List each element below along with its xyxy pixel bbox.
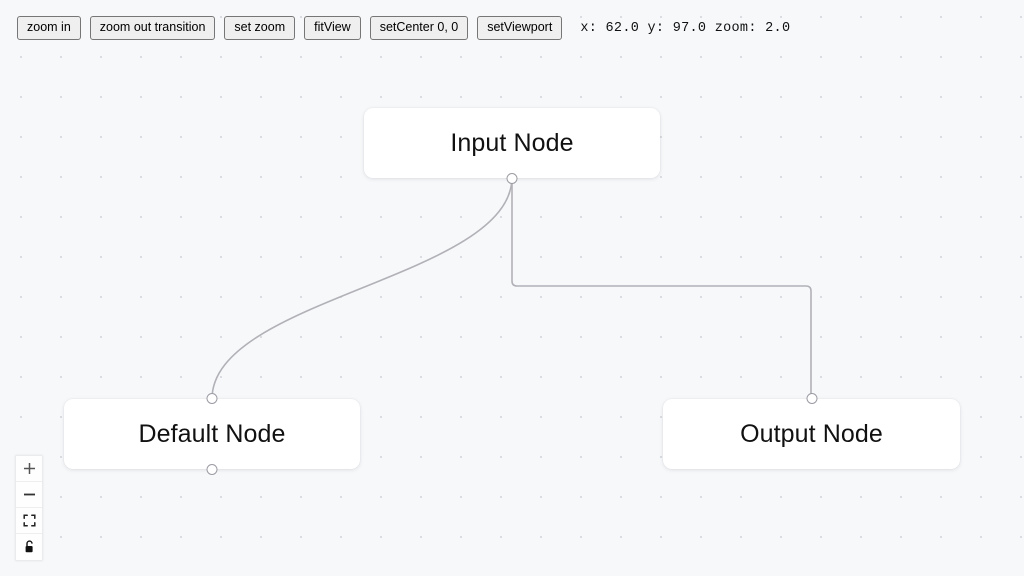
viewport-toolbar: zoom in zoom out transition set zoom fit… xyxy=(0,0,1024,56)
node-label: Default Node xyxy=(138,419,286,448)
lock-control[interactable] xyxy=(16,534,42,560)
target-handle-top[interactable] xyxy=(806,393,817,404)
node-default-node[interactable]: Default Node xyxy=(64,393,360,475)
source-handle-bottom[interactable] xyxy=(206,464,218,475)
set-center-button[interactable]: setCenter 0, 0 xyxy=(369,16,469,40)
zoom-controls-panel xyxy=(16,456,42,560)
set-viewport-button[interactable]: setViewport xyxy=(477,16,563,40)
node-input-node[interactable]: Input Node xyxy=(364,108,660,184)
edge-input-to-output[interactable] xyxy=(511,177,812,399)
node-label: Output Node xyxy=(740,419,883,448)
zoom-out-control[interactable] xyxy=(16,482,42,508)
zoom-out-transition-button[interactable]: zoom out transition xyxy=(89,16,216,40)
fit-view-control[interactable] xyxy=(16,508,42,534)
target-handle-top[interactable] xyxy=(206,393,218,404)
lock-icon xyxy=(23,540,36,554)
zoom-in-button[interactable]: zoom in xyxy=(17,16,81,40)
minus-icon xyxy=(23,488,36,501)
plus-icon xyxy=(23,462,36,475)
source-handle-bottom[interactable] xyxy=(506,173,518,184)
edge-input-to-default[interactable] xyxy=(211,176,513,400)
zoom-in-control[interactable] xyxy=(16,456,42,482)
node-output-node[interactable]: Output Node xyxy=(663,393,960,469)
fit-view-button[interactable]: fitView xyxy=(304,16,361,40)
viewport-coordinates-readout: x: 62.0 y: 97.0 zoom: 2.0 xyxy=(580,20,791,36)
set-zoom-button[interactable]: set zoom xyxy=(224,16,296,40)
fit-view-icon xyxy=(22,514,36,527)
node-label: Input Node xyxy=(450,128,574,157)
